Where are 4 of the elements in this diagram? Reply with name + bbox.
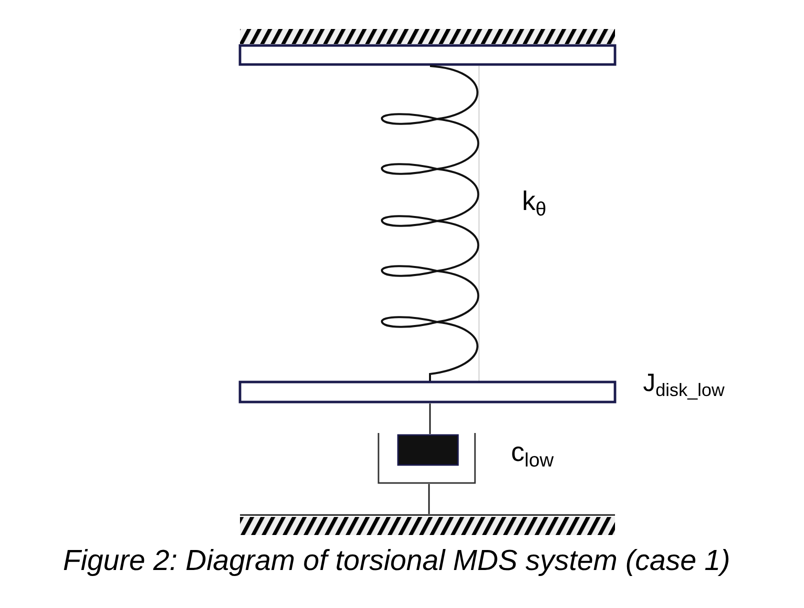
symbol-label: c$_{low}$: [511, 438, 554, 468]
symbol-label: J$_{disk_low}$: [643, 370, 725, 398]
symbol-label: k$_{θ}$: [522, 187, 546, 217]
figure-caption: Figure 2: Diagram of torsional MDS system (case 1): [63, 544, 730, 579]
